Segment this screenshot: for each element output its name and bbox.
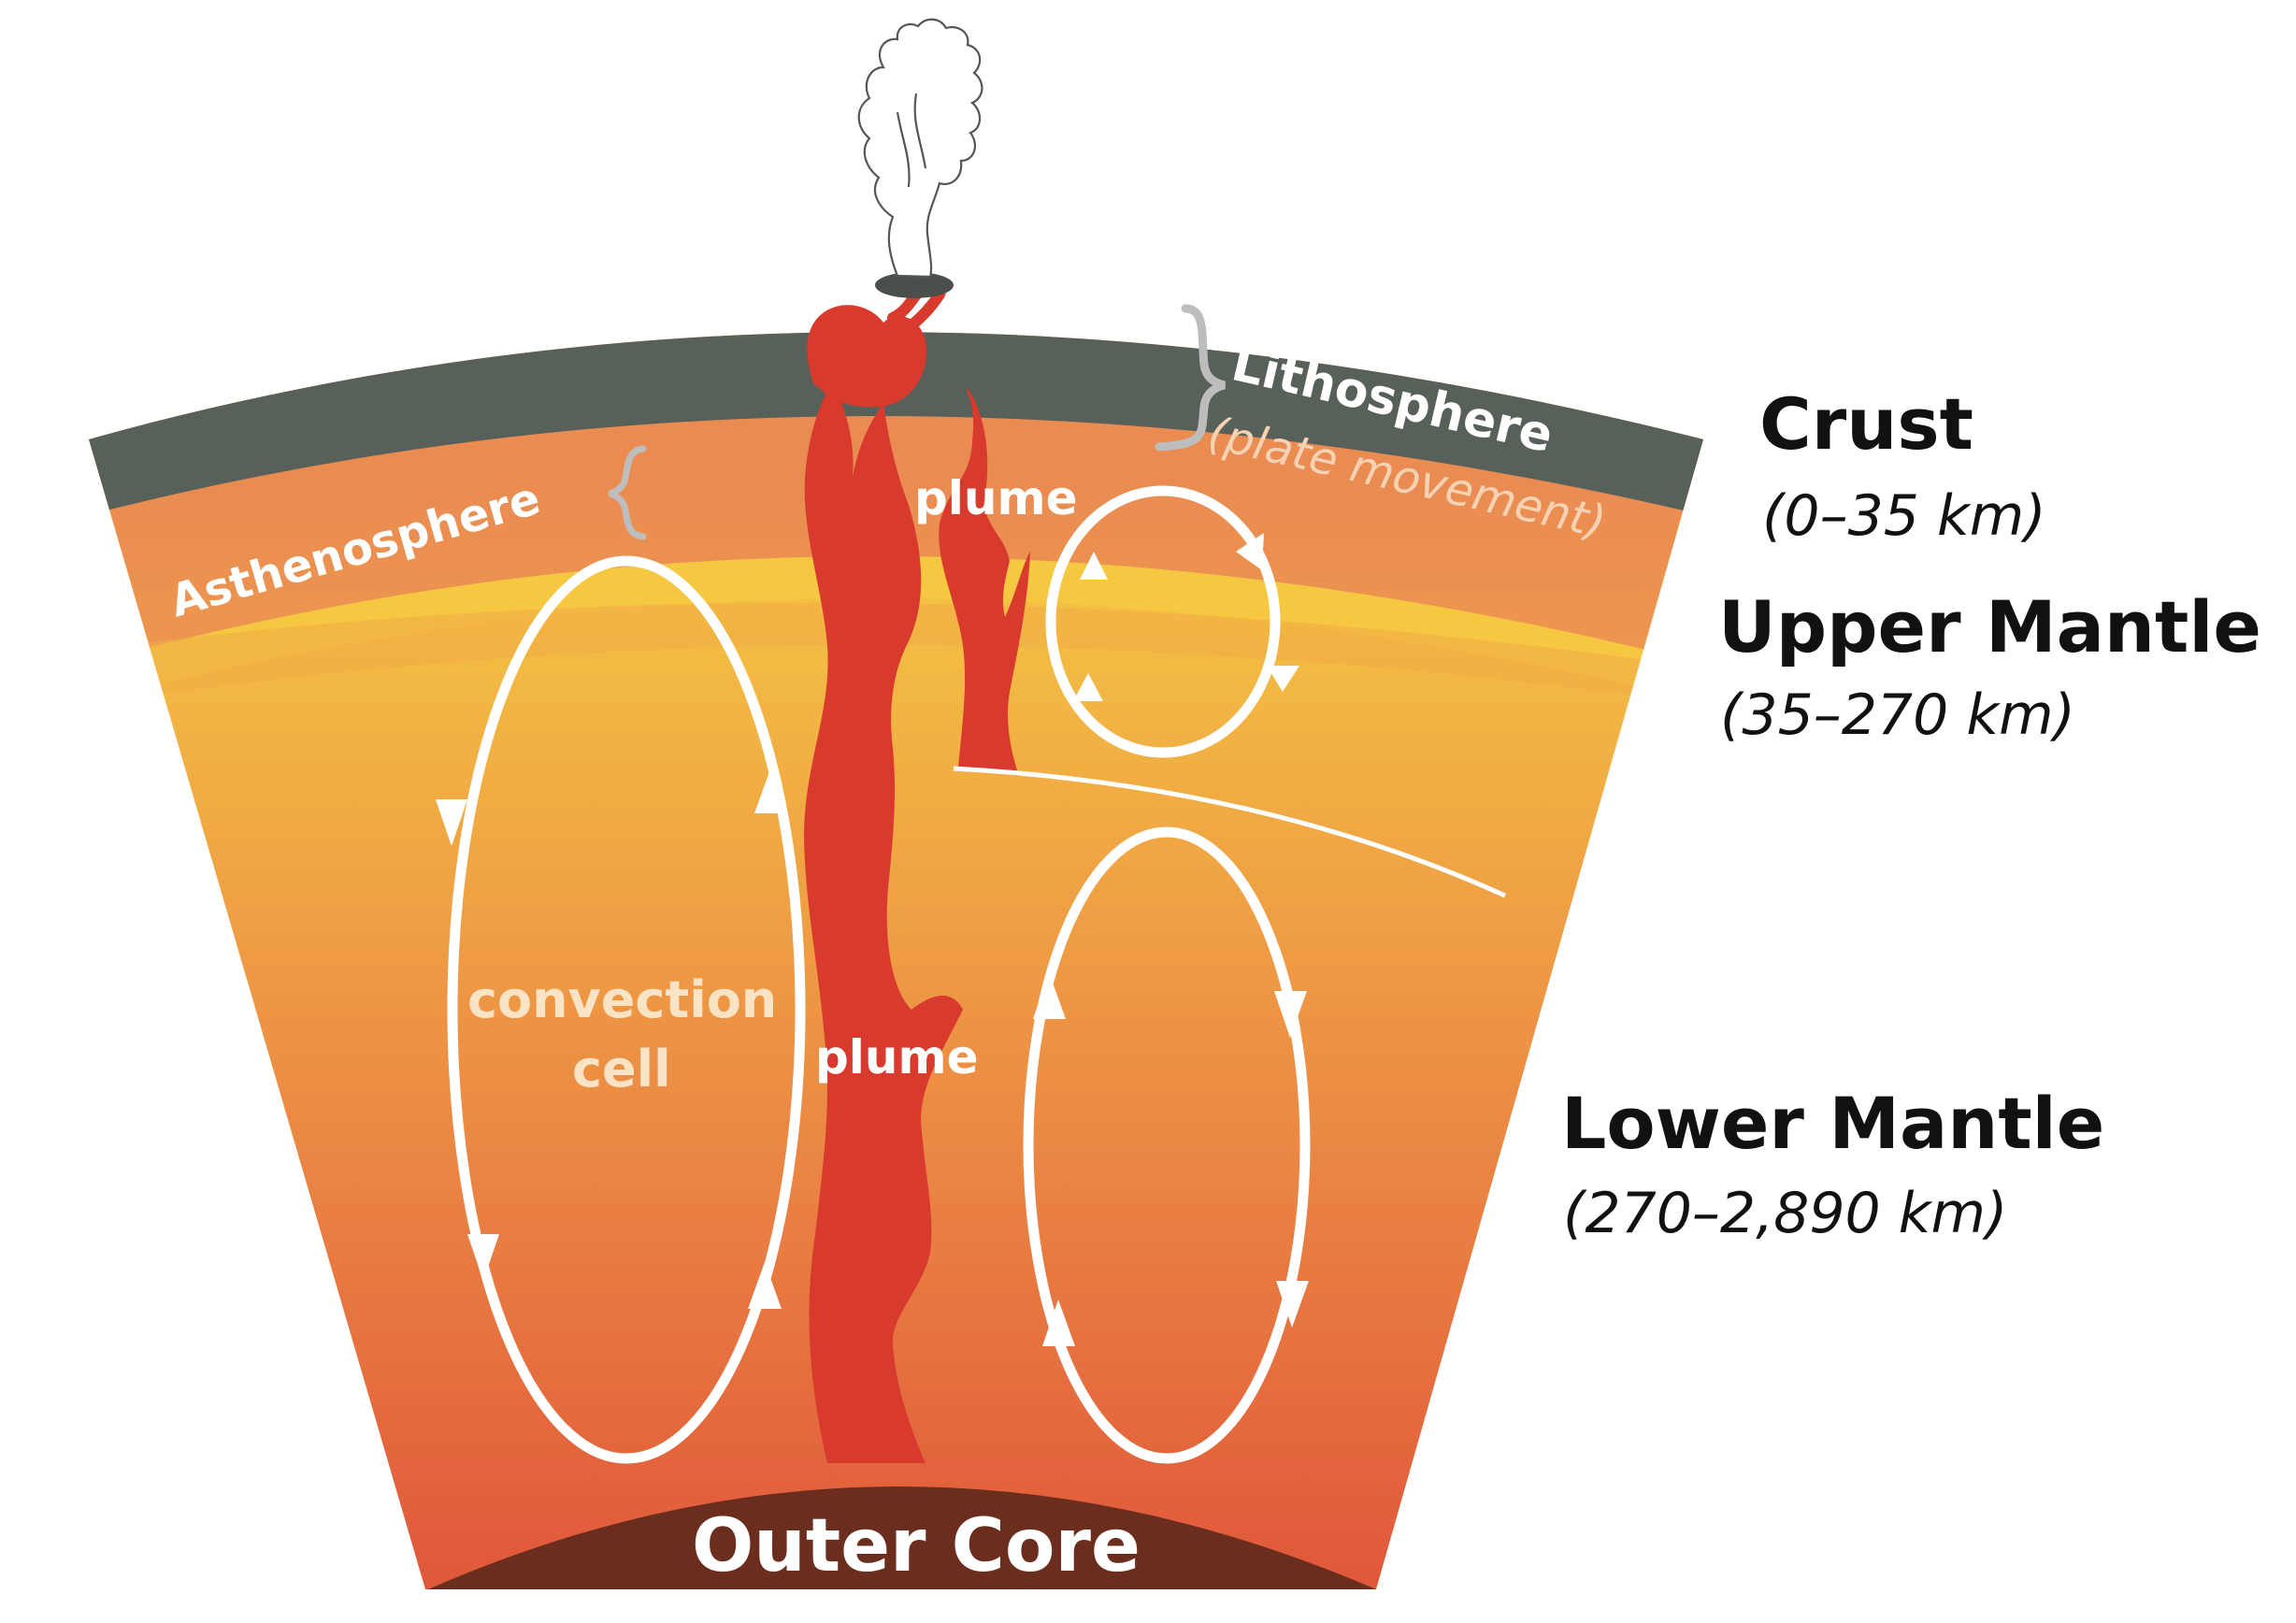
convection-cell-left — [447, 555, 806, 1464]
lithosphere-brace-icon — [1155, 304, 1227, 452]
convection-arrows-lower-right — [1033, 972, 1309, 1346]
crust-range-label: (0–35 km) — [1762, 483, 2046, 549]
plume-lower-label: plume — [815, 1030, 979, 1084]
outer-core — [428, 1487, 1376, 1589]
upper-mantle-range-label: (35–270 km) — [1720, 682, 2075, 748]
plume-upper-label: plume — [914, 471, 1078, 525]
mantle-plume-secondary — [939, 388, 1030, 776]
convection-cell-label-line1: convection — [467, 970, 777, 1029]
upper-mantle-label: Upper Mantle — [1718, 585, 2261, 668]
asthenosphere-brace-icon — [609, 445, 647, 540]
convection-cell-upper-right — [1045, 485, 1281, 758]
lower-mantle-label: Lower Mantle — [1561, 1082, 2104, 1165]
crust-layer — [89, 332, 1703, 524]
lower-mantle-range-label: (270–2,890 km) — [1563, 1181, 2007, 1246]
convection-cell-lower-right — [1023, 826, 1311, 1464]
crust-label: Crust — [1759, 382, 1973, 466]
convection-arrows-upper-right — [1073, 533, 1299, 701]
convection-arrows-left — [436, 767, 788, 1309]
volcano-vent — [875, 272, 954, 298]
outer-core-label: Outer Core — [692, 1504, 1141, 1588]
mantle-boundary-line — [953, 766, 1507, 898]
smoke-icon — [857, 18, 983, 279]
convection-cell-label-line2: cell — [572, 1040, 671, 1099]
